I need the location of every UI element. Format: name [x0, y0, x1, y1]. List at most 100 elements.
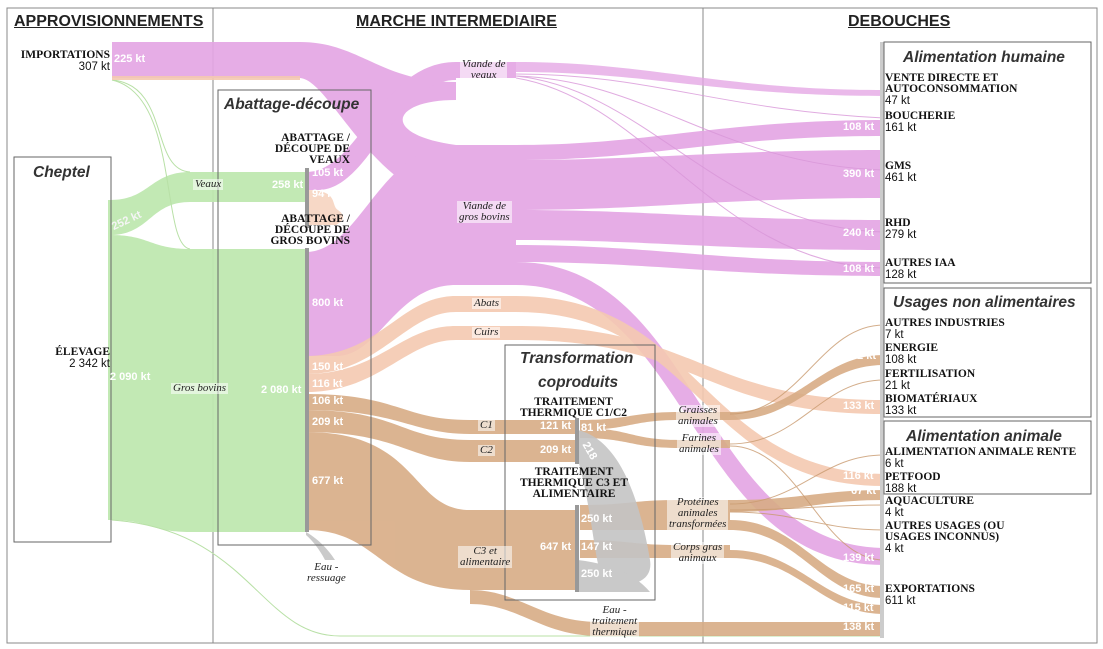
kt-c3-647: 647 kt	[540, 541, 572, 553]
flow-label-gros-bovins: Gros bovins	[171, 382, 229, 394]
box-cheptel	[13, 156, 112, 543]
source-elevage-label: ÉLEVAGE	[55, 346, 110, 358]
kt-gb-out-209: 209 kt	[312, 416, 344, 428]
thin-pink-2	[515, 75, 885, 171]
kt-export-139: 139 kt	[843, 552, 875, 564]
dest-autres-industries-value: 7 kt	[885, 329, 904, 341]
thin-pink-1	[515, 73, 885, 119]
dest-autres-iaa-label: AUTRES IAA	[885, 257, 956, 269]
kt-veaux-258: 258 kt	[272, 179, 304, 191]
thin-tan-2	[729, 379, 885, 445]
kt-gb-out-800: 800 kt	[312, 297, 344, 309]
kt-c2-209: 209 kt	[540, 444, 572, 456]
box-alim-animale	[883, 420, 1092, 495]
flow-label-proteines: Protéines animales transformées	[667, 496, 729, 530]
group-transformation-l2: coproduits	[538, 374, 619, 391]
flow-label-eau-traitement: Eau - traitement thermique	[590, 604, 640, 638]
dest-aquaculture-label: AQUACULTURE	[885, 495, 975, 507]
kt-elevage-2090: 2 090 kt	[110, 371, 151, 383]
dest-alim-animale-rente-label: ALIMENTATION ANIMALE RENTE	[885, 446, 1077, 458]
flow-elevage-thin-3	[111, 519, 880, 637]
source-importations-label: IMPORTATIONS	[20, 49, 110, 61]
group-alim-humaine: Alimentation humaine	[903, 49, 1065, 66]
frame-debouches	[702, 7, 1098, 644]
flow-to-vente-directe	[516, 62, 884, 96]
group-abattage: Abattage-découpe	[224, 96, 360, 113]
flow-grey-ressuage	[306, 532, 335, 560]
kt-boucherie-108: 108 kt	[843, 121, 875, 133]
flow-to-energie	[730, 355, 884, 420]
dest-autres-industries-label: AUTRES INDUSTRIES	[885, 317, 1005, 329]
kt-c3-out-250b: 250 kt	[581, 568, 613, 580]
flow-import-225	[112, 42, 456, 205]
dest-vente-directe-label: VENTE DIRECTE ET AUTOCONSOMMATION	[885, 72, 1018, 95]
flow-grey-c3	[578, 560, 650, 592]
dest-autres-usages-label: AUTRES USAGES (OU USAGES INCONNUS)	[885, 520, 1005, 543]
group-usages-non-alim: Usages non alimentaires	[893, 294, 1076, 311]
kt-veaux-out-105: 105 kt	[312, 167, 344, 179]
kt-gb-out-150: 150 kt	[312, 361, 344, 373]
kt-gb-out-677: 677 kt	[312, 475, 344, 487]
node-abattage-gb-label: ABATTAGE / DÉCOUPE DE GROS BOVINS	[270, 213, 350, 247]
flow-to-petfood	[730, 490, 884, 512]
node-abattage-gb-bar	[305, 248, 309, 532]
flow-label-viande-veaux: Viande de veaux	[460, 58, 508, 81]
thin-tan-6	[729, 445, 885, 561]
dest-boucherie-label: BOUCHERIE	[885, 110, 956, 122]
kt-gms-390: 390 kt	[843, 168, 875, 180]
source-elevage-value: 2 342 kt	[69, 358, 110, 370]
flow-label-farines: Farines animales	[677, 432, 721, 455]
box-usages	[883, 287, 1092, 418]
dest-exportations-label: EXPORTATIONS	[885, 583, 975, 595]
section-marche: MARCHE INTERMEDIAIRE	[356, 13, 557, 30]
flow-label-c2: C2	[478, 444, 495, 456]
kt-petfood-116: 116 kt	[843, 470, 874, 482]
flow-to-export-c3b	[730, 550, 884, 614]
flow-elevage-veaux	[110, 172, 306, 235]
flow-to-autres-iaa	[516, 245, 884, 276]
flow-abats-out	[516, 296, 884, 486]
flow-label-graisses: Graisses animales	[676, 404, 720, 427]
group-alim-animale: Alimentation animale	[906, 428, 1062, 445]
kt-c1-121: 121 kt	[540, 420, 572, 432]
flow-cuirs	[306, 326, 456, 392]
flow-grey-c1c2	[578, 430, 651, 584]
source-importations-value: 307 kt	[78, 61, 110, 73]
dest-autres-iaa-value: 128 kt	[885, 269, 917, 281]
flow-label-abats: Abats	[472, 297, 502, 309]
dest-biomateriaux-label: BIOMATÉRIAUX	[885, 393, 978, 405]
group-cheptel: Cheptel	[33, 164, 90, 181]
thin-tan-4	[729, 504, 885, 511]
thin-pink-3	[515, 75, 885, 233]
flow-cuirs-out	[516, 326, 884, 414]
flow-label-veaux: Veaux	[193, 178, 224, 190]
flow-label-cuirs: Cuirs	[472, 326, 501, 338]
section-approvisionnements: APPROVISIONNEMENTS	[14, 13, 204, 30]
group-transformation-l1: Transformation	[520, 350, 634, 367]
kt-gb-out-106: 106 kt	[312, 395, 344, 407]
node-c3-bar	[575, 505, 579, 592]
flow-to-export-tan	[470, 590, 884, 636]
dest-autres-usages-value: 4 kt	[885, 543, 904, 555]
flow-label-c1: C1	[478, 419, 495, 431]
box-abattage	[217, 89, 372, 546]
flow-import-thin-1	[111, 79, 191, 173]
kt-c3-out-147: 147 kt	[581, 541, 613, 553]
box-transformation	[504, 344, 656, 601]
thin-tan-1	[729, 324, 885, 415]
dest-alim-animale-rente-value: 6 kt	[885, 458, 904, 470]
dest-energie-value: 108 kt	[885, 354, 917, 366]
box-alim-humaine	[883, 41, 1092, 284]
thin-tan-3	[729, 454, 885, 505]
kt-energie-62: 62 kt	[851, 350, 877, 362]
flow-gb-800	[306, 145, 456, 356]
node-abattage-veaux-label: ABATTAGE / DÉCOUPE DE VEAUX	[274, 132, 350, 166]
dest-fertilisation-value: 21 kt	[885, 380, 910, 392]
node-abattage-veaux-bar	[305, 168, 309, 228]
dest-petfood-value: 188 kt	[885, 483, 917, 495]
kt-c3-out-250a: 250 kt	[581, 513, 613, 525]
kt-gb-2080: 2 080 kt	[261, 384, 302, 396]
thin-pink-4	[515, 77, 885, 269]
kt-export-138: 138 kt	[843, 621, 875, 633]
